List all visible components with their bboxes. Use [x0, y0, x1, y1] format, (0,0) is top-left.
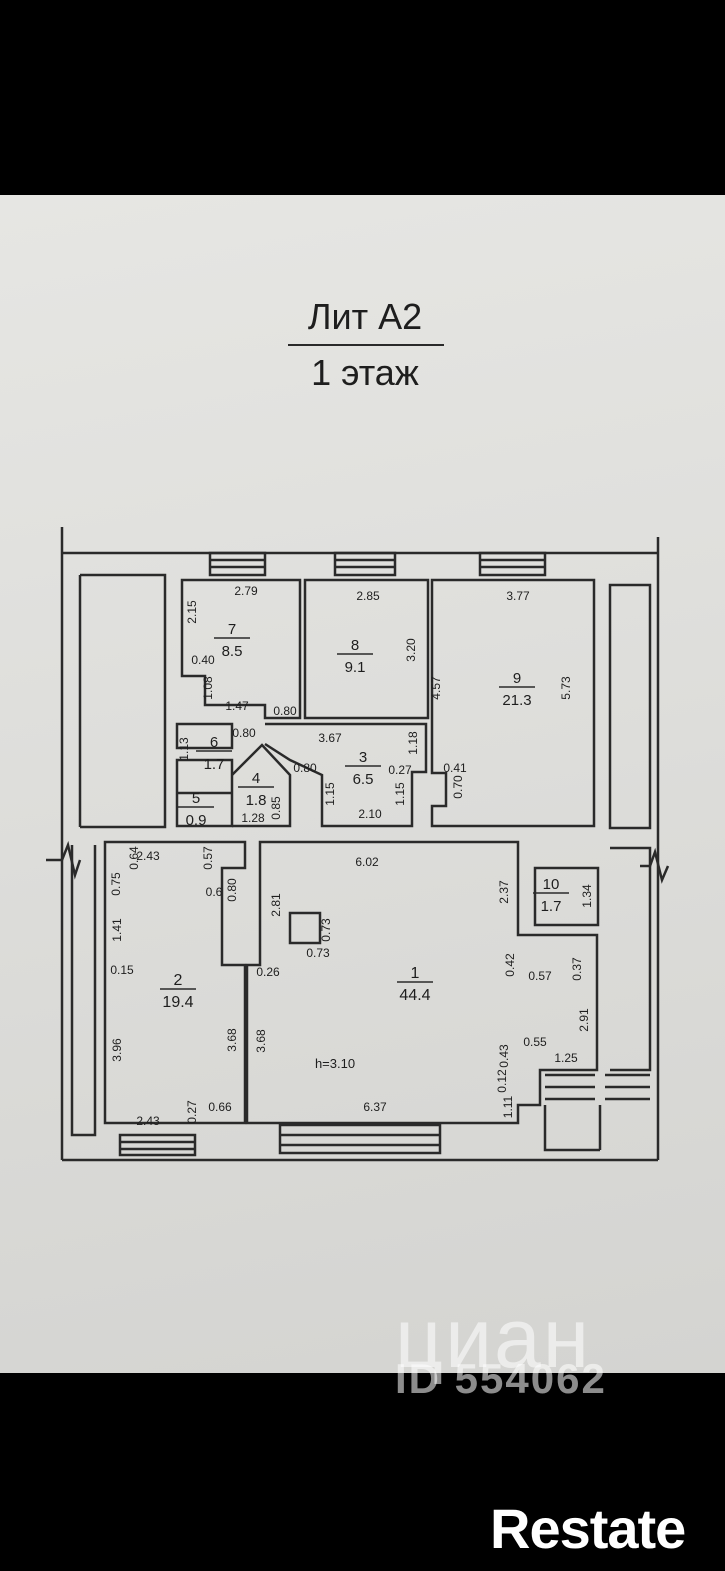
dimension-label: 0.80 — [232, 726, 256, 740]
dimension-label: 0.80 — [273, 704, 297, 718]
dimension-label: 6.02 — [355, 855, 379, 869]
dimension-label: 1.11 — [501, 1095, 515, 1118]
room-3-area: 6.5 — [353, 771, 374, 788]
title-divider — [288, 344, 444, 346]
dimension-label: 2.81 — [269, 893, 283, 917]
dimension-label: 1.18 — [406, 731, 420, 755]
dimension-label: 0.42 — [503, 953, 517, 977]
dimension-label: 6.37 — [363, 1100, 387, 1114]
dimension-label: 2.10 — [358, 807, 382, 821]
room-8-area: 9.1 — [345, 659, 366, 676]
dimension-label: 2.15 — [185, 600, 199, 624]
dimension-label: 4.57 — [429, 676, 443, 700]
room-7-number: 7 — [228, 621, 236, 638]
dimension-label: 3.68 — [225, 1028, 239, 1052]
dimension-label: 0.57 — [528, 969, 552, 983]
dimension-label: 2.79 — [234, 584, 258, 598]
dimension-label: 0.73 — [319, 918, 333, 942]
dimension-label: 3.96 — [110, 1038, 124, 1062]
dimension-label: 1.15 — [323, 782, 337, 806]
room-6-number: 6 — [210, 734, 218, 751]
dimension-label: 1.34 — [580, 884, 594, 908]
dimension-label: 3.20 — [404, 638, 418, 662]
dimension-label: 0.27 — [388, 763, 412, 777]
room-1-area: 44.4 — [399, 987, 430, 1004]
dimension-label: 0.80 — [293, 761, 317, 775]
room-4-number: 4 — [252, 770, 260, 787]
dimension-label: 1.41 — [110, 918, 124, 942]
dimension-label: 0.6 — [206, 885, 223, 899]
dimension-label: 0.66 — [208, 1100, 232, 1114]
restate-logo: Restate — [490, 1497, 686, 1560]
dimension-label: 1.28 — [241, 811, 265, 825]
dimension-label: 1.25 — [554, 1051, 578, 1065]
dimension-label: 0.75 — [109, 872, 123, 896]
room-5-area: 0.9 — [186, 812, 207, 829]
room-9-number: 9 — [513, 670, 521, 687]
dimension-label: 5.73 — [559, 676, 573, 700]
room-3-number: 3 — [359, 749, 367, 766]
watermark-brand: циан — [395, 1291, 592, 1385]
room-4-area: 1.8 — [246, 792, 267, 809]
dimension-label: 0.27 — [185, 1100, 199, 1124]
room-7-area: 8.5 — [222, 643, 243, 660]
dimension-label: 0.43 — [497, 1044, 511, 1068]
dimension-label: 0.55 — [523, 1035, 547, 1049]
dimension-label: 0.12 — [495, 1069, 509, 1093]
dimension-label: 1.15 — [393, 782, 407, 806]
dimension-label: 3.77 — [506, 589, 530, 603]
watermark-id: ID 554062 — [395, 1355, 607, 1402]
room-10-number: 10 — [543, 876, 560, 893]
dimension-label: 3.68 — [254, 1029, 268, 1053]
dimension-label: 0.80 — [225, 878, 239, 902]
dimension-label: 1.08 — [201, 676, 215, 700]
room-2-area: 19.4 — [162, 994, 193, 1011]
dimension-label: 0.70 — [451, 775, 465, 799]
dimension-label: 0.37 — [570, 957, 584, 981]
room-9-area: 21.3 — [502, 692, 531, 709]
dimension-label: 0.26 — [256, 965, 280, 979]
dimension-label: 3.67 — [318, 731, 342, 745]
dimension-label: 0.85 — [269, 796, 283, 820]
floor-plan-sheet — [0, 195, 725, 1373]
room-8-number: 8 — [351, 637, 359, 654]
dimension-label: 1.13 — [177, 737, 191, 761]
dimension-label: 0.73 — [306, 946, 330, 960]
dimension-label: 2.43 — [136, 849, 160, 863]
dimension-label: 0.15 — [110, 963, 134, 977]
room-1-number: 1 — [411, 965, 420, 982]
drawing-title: Лит А2 — [307, 296, 423, 337]
room-5-number: 5 — [192, 790, 200, 807]
dimension-label: 2.37 — [497, 880, 511, 904]
dimension-label: 2.91 — [577, 1008, 591, 1032]
dimension-label: 0.40 — [191, 653, 215, 667]
room-6-area: 1.7 — [204, 756, 225, 773]
dimension-label: 1.47 — [225, 699, 249, 713]
ceiling-height: h=3.10 — [315, 1056, 355, 1071]
dimension-label: 0.57 — [201, 846, 215, 870]
dimension-label: 0.41 — [443, 761, 467, 775]
room-2-number: 2 — [174, 972, 183, 989]
room-10-area: 1.7 — [541, 898, 562, 915]
dimension-label: 2.85 — [356, 589, 380, 603]
dimension-label: 2.43 — [136, 1114, 160, 1128]
dimension-label: 0.64 — [127, 846, 141, 870]
floor-label: 1 этаж — [311, 352, 419, 393]
